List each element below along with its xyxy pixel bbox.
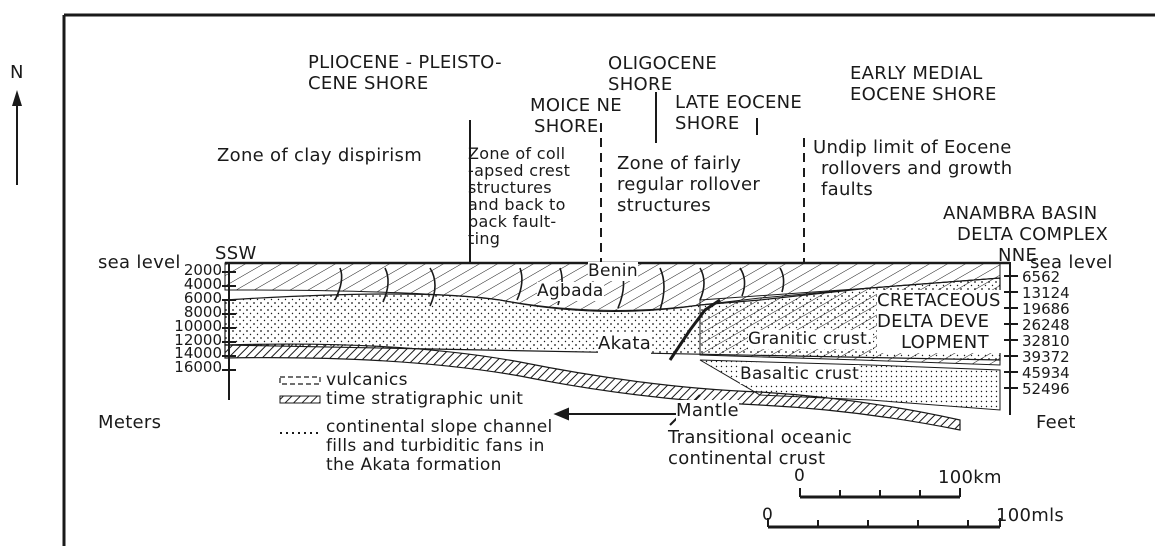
right-tick: 6562 — [1022, 269, 1070, 285]
scale-km-label: 100km — [938, 467, 1002, 488]
transitional-line-2: continental crust — [668, 448, 852, 469]
legend-swatches — [280, 377, 320, 433]
scale-bar-km — [800, 488, 960, 497]
mio-shore-label: MOICE NE SHORE — [530, 95, 622, 137]
anambra-line-2: DELTA COMPLEX — [957, 224, 1112, 245]
legend-channel-label: continental slope channel fills and turb… — [326, 418, 553, 475]
late-eocene-line-1: LATE EOCENE — [675, 92, 802, 113]
plio-line-2: CENE SHORE — [308, 73, 502, 94]
left-axis-ticks: 2000 4000 6000 8000 10000 12000 14000 16… — [166, 264, 222, 375]
early-eocene-shore-label: EARLY MEDIAL EOCENE SHORE — [850, 63, 997, 105]
scale-km-zero: 0 — [794, 467, 805, 486]
anambra-line-1: ANAMBRA BASIN — [943, 203, 1098, 224]
plio-shore-label: PLIOCENE - PLEISTO- CENE SHORE — [308, 52, 502, 94]
zone-updip-label: Undip limit of Eocene rollovers and grow… — [813, 137, 1012, 200]
channel-line-3: the Akata formation — [326, 456, 553, 475]
collapsed-line-3: structures — [468, 179, 570, 196]
rollover-line-3: structures — [617, 195, 760, 216]
akata-label: Akata — [598, 333, 651, 354]
agbada-label: Agbada — [537, 282, 604, 301]
transitional-label: Transitional oceanic continental crust — [668, 427, 852, 469]
left-axis-unit: Meters — [98, 412, 161, 433]
cretaceous-line-3: LOPMENT — [901, 332, 1025, 353]
collapsed-line-2: -apsed crest — [468, 162, 570, 179]
legend-vulcanics-swatch — [280, 377, 320, 384]
early-eocene-line-2: EOCENE SHORE — [850, 84, 997, 105]
benin-label: Benin — [588, 262, 638, 281]
scale-bar-mls — [768, 518, 1000, 527]
right-tick: 32810 — [1022, 333, 1070, 349]
mio-line-1: MOICE NE — [530, 95, 622, 116]
updip-line-1: Undip limit of Eocene — [813, 137, 1012, 158]
anambra-label: ANAMBRA BASIN DELTA COMPLEX — [943, 203, 1098, 245]
right-axis-unit: Feet — [1036, 412, 1076, 433]
late-eocene-line-2: SHORE — [675, 113, 802, 134]
channel-line-2: fills and turbiditic fans in — [326, 437, 553, 456]
collapsed-line-1: Zone of coll — [468, 145, 570, 162]
right-tick: 19686 — [1022, 301, 1070, 317]
right-tick: 45934 — [1022, 365, 1070, 381]
zone-rollover-label: Zone of fairly regular rollover structur… — [617, 153, 760, 216]
legend-vulcanics-label: vulcanics — [326, 371, 408, 390]
updip-line-2: rollovers and growth — [821, 158, 1020, 179]
rollover-line-1: Zone of fairly — [617, 153, 760, 174]
left-tick: 16000 — [166, 361, 222, 375]
scale-mls-label: 100mls — [996, 505, 1064, 526]
zone-collapsed-label: Zone of coll -apsed crest structures and… — [468, 145, 570, 247]
legend-time-unit-swatch — [280, 396, 320, 403]
zone-clay-label: Zone of clay dispirism — [217, 145, 422, 166]
mantle-label: Mantle — [676, 400, 739, 421]
channel-line-1: continental slope channel — [326, 418, 553, 437]
late-eocene-shore-label: LATE EOCENE SHORE — [675, 92, 802, 134]
collapsed-line-6: ting — [468, 230, 570, 247]
collapsed-line-4: and back to — [468, 196, 570, 213]
cretaceous-line-1: CRETACEOUS — [877, 290, 1001, 311]
early-eocene-line-1: EARLY MEDIAL — [850, 63, 997, 84]
granitic-label: Granitic crust. — [748, 330, 873, 349]
north-arrow-icon — [12, 90, 22, 185]
cretaceous-label: CRETACEOUS DELTA DEVE LOPMENT — [877, 290, 1001, 353]
plio-line-1: PLIOCENE - PLEISTO- — [308, 52, 502, 73]
oligo-line-1: OLIGOCENE — [608, 53, 717, 74]
basaltic-label: Basaltic crust — [740, 365, 859, 384]
scale-mls-zero: 0 — [762, 506, 773, 525]
right-axis-ticks: 6562 13124 19686 26248 32810 39372 45934… — [1022, 269, 1070, 397]
updip-line-3: faults — [821, 179, 1020, 200]
legend-time-unit-label: time stratigraphic unit — [326, 390, 523, 409]
right-tick: 39372 — [1022, 349, 1070, 365]
mio-line-2: SHORE — [534, 116, 626, 137]
rollover-line-2: regular rollover — [617, 174, 760, 195]
right-tick: 26248 — [1022, 317, 1070, 333]
transitional-line-1: Transitional oceanic — [668, 427, 852, 448]
right-tick: 13124 — [1022, 285, 1070, 301]
north-label: N — [10, 62, 24, 83]
oligo-shore-label: OLIGOCENE SHORE — [608, 53, 717, 95]
right-tick: 52496 — [1022, 381, 1070, 397]
collapsed-line-5: back fault- — [468, 213, 570, 230]
cretaceous-line-2: DELTA DEVE — [877, 311, 1001, 332]
